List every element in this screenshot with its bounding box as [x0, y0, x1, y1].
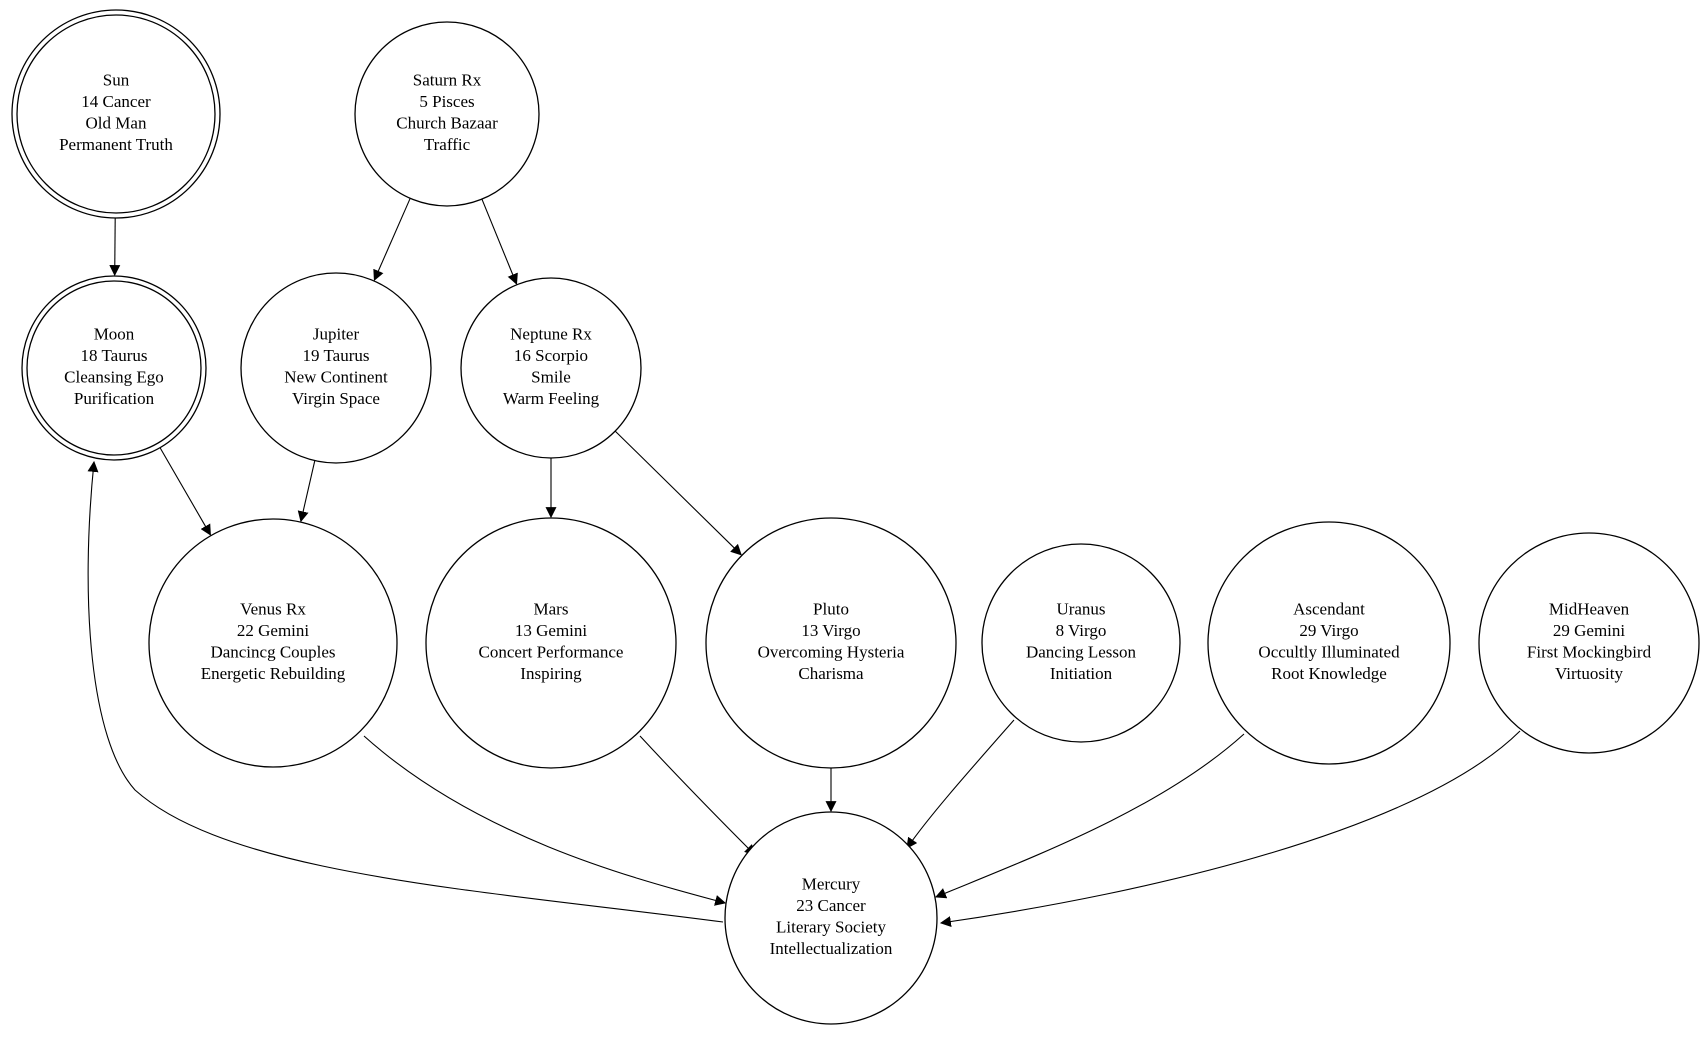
node-neptune-circle	[460, 277, 642, 459]
node-uranus-label-line: 8 Virgo	[1056, 621, 1107, 640]
node-moon-label-line: Purification	[74, 389, 155, 408]
node-saturn-label-line: Church Bazaar	[396, 114, 498, 133]
edge-midheaven-to-mercury	[939, 730, 1521, 928]
node-sun-label-line: Old Man	[86, 114, 147, 133]
edge-mars-to-mercury	[639, 735, 756, 856]
node-jupiter-label-line: 19 Taurus	[303, 346, 370, 365]
node-neptune-label-line: Smile	[531, 368, 571, 387]
edge-neptune-to-pluto	[614, 430, 742, 556]
node-venus-label-line: Venus Rx	[240, 600, 306, 619]
edge-moon-to-venus	[159, 447, 211, 536]
node-mercury-label-line: 23 Cancer	[796, 896, 866, 915]
node-moon-label-line: Cleansing Ego	[64, 368, 164, 387]
node-jupiter-label-line: Virgin Space	[292, 389, 380, 408]
node-venus-label-line: Energetic Rebuilding	[201, 664, 346, 683]
node-sun-label-line: Sun	[103, 71, 130, 90]
node-moon-label-line: 18 Taurus	[81, 346, 148, 365]
node-mercury-label-line: Mercury	[802, 875, 861, 894]
node-mars-label-line: 13 Gemini	[515, 621, 588, 640]
node-neptune-label-line: Warm Feeling	[503, 389, 600, 408]
node-saturn-label-line: Traffic	[424, 135, 471, 154]
node-neptune-label-line: Neptune Rx	[510, 325, 592, 344]
node-mercury-label-line: Literary Society	[776, 918, 886, 937]
edge-jupiter-to-venus	[297, 460, 316, 523]
node-mars-label-line: Mars	[534, 600, 569, 619]
node-midheaven-label-line: MidHeaven	[1549, 600, 1630, 619]
node-venus-label-line: Dancincg Couples	[210, 643, 335, 662]
node-saturn-circle	[354, 21, 540, 207]
node-sun-inner-ring	[16, 14, 216, 214]
edges-layer	[87, 198, 1521, 928]
node-mercury-circle	[724, 811, 938, 1025]
node-pluto-label-line: Charisma	[798, 664, 864, 683]
node-midheaven-label-line: Virtuosity	[1555, 664, 1623, 683]
node-uranus-label-line: Initiation	[1050, 664, 1113, 683]
node-midheaven-label-line: First Mockingbird	[1527, 643, 1652, 662]
node-jupiter-label-line: Jupiter	[313, 325, 360, 344]
edge-venus-to-mercury	[363, 735, 727, 906]
node-sun-label-line: 14 Cancer	[81, 92, 151, 111]
node-moon-inner-ring	[26, 280, 202, 456]
node-uranus-circle	[981, 543, 1181, 743]
node-pluto-label-line: 13 Virgo	[801, 621, 860, 640]
node-neptune-label-line: 16 Scorpio	[514, 346, 588, 365]
node-mars-label-line: Concert Performance	[479, 643, 624, 662]
node-ascendant-label-line: Occultly Illuminated	[1258, 643, 1400, 662]
edge-saturn-to-jupiter	[373, 198, 411, 282]
node-saturn-label-line: 5 Pisces	[419, 92, 474, 111]
node-ascendant-label-line: Root Knowledge	[1271, 664, 1387, 683]
node-sun-label-line: Permanent Truth	[59, 135, 173, 154]
node-midheaven-label-line: 29 Gemini	[1553, 621, 1626, 640]
node-venus-label-line: 22 Gemini	[237, 621, 310, 640]
node-midheaven-circle	[1478, 532, 1700, 754]
node-venus-circle	[148, 518, 398, 768]
node-pluto-label-line: Pluto	[813, 600, 849, 619]
node-saturn-label-line: Saturn Rx	[413, 71, 482, 90]
edge-ascendant-to-mercury	[934, 733, 1245, 899]
node-uranus-label-line: Uranus	[1056, 600, 1105, 619]
edge-saturn-to-neptune	[481, 198, 518, 285]
edge-mercury-to-moon	[87, 460, 724, 923]
node-ascendant-label-line: Ascendant	[1293, 600, 1365, 619]
node-pluto-label-line: Overcoming Hysteria	[758, 643, 905, 662]
node-jupiter-label-line: New Continent	[284, 368, 388, 387]
node-moon-label-line: Moon	[94, 325, 135, 344]
node-uranus-label-line: Dancing Lesson	[1026, 643, 1137, 662]
node-ascendant-circle	[1207, 521, 1451, 765]
node-mercury-label-line: Intellectualization	[770, 939, 893, 958]
node-mars-circle	[425, 517, 677, 769]
edge-sun-to-moon	[109, 217, 121, 277]
node-ascendant-label-line: 29 Virgo	[1299, 621, 1358, 640]
node-mars-label-line: Inspiring	[520, 664, 582, 683]
edge-uranus-to-mercury	[906, 719, 1015, 849]
node-jupiter-circle	[240, 272, 432, 464]
node-pluto-circle	[705, 517, 957, 769]
